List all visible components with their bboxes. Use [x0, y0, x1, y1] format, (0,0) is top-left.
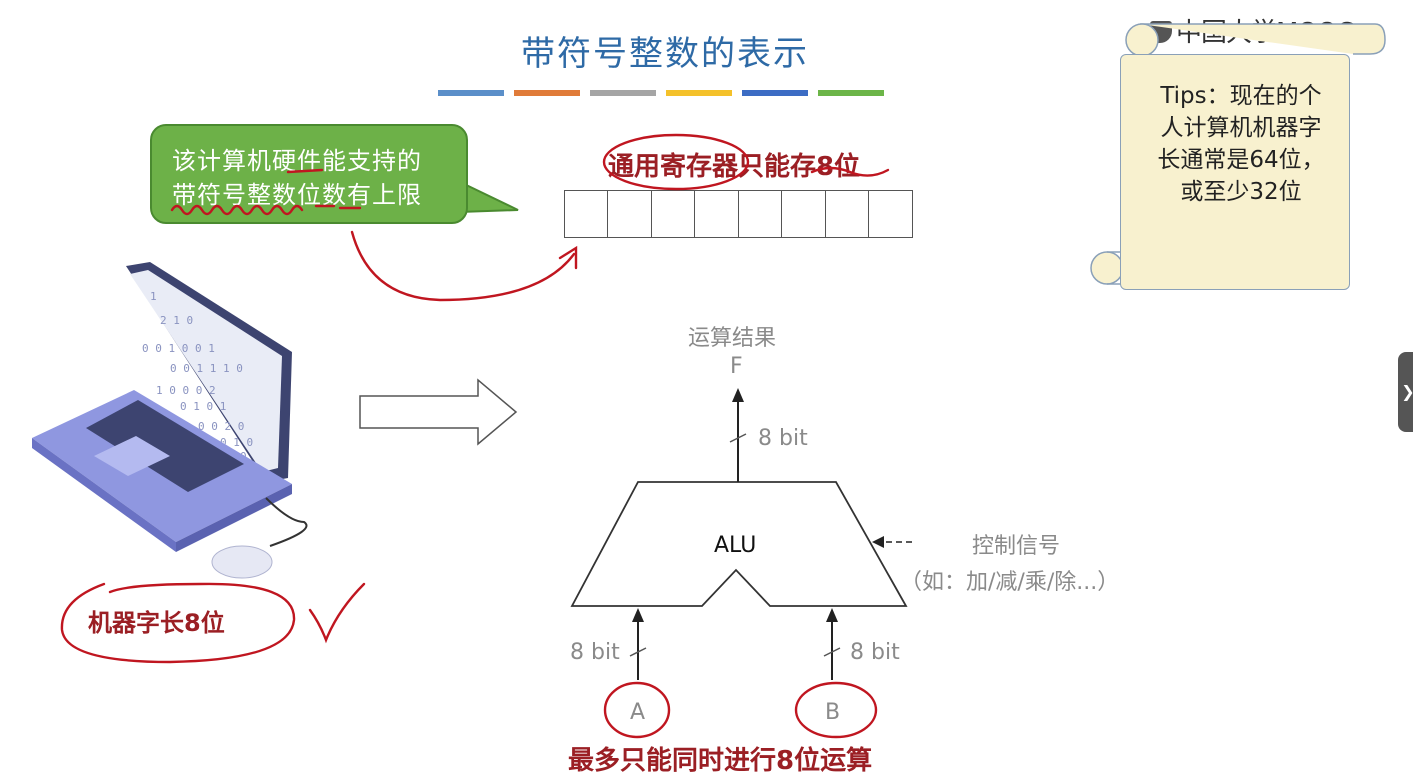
- scroll-frame: [1090, 23, 1386, 285]
- input-a-bus-slash: [629, 647, 647, 657]
- control-examples: （如：加/减/乘/除...）: [900, 570, 1120, 595]
- title-color-bar: [514, 90, 580, 96]
- underline-8bit: [810, 166, 890, 177]
- curved-arrowhead: [558, 245, 578, 270]
- output-bus-slash: [729, 433, 747, 443]
- input-a-arrowhead: [632, 608, 644, 622]
- input-b-arrowhead: [826, 608, 838, 622]
- register-cell: [737, 190, 783, 238]
- svg-text:0 1 0: 0 1 0: [220, 436, 253, 449]
- svg-text:1 0 0 0 2: 1 0 0 0 2: [156, 384, 216, 397]
- input-b-circle: [794, 681, 878, 739]
- speech-bubble: 该计算机硬件能支持的 带符号整数位数有上限: [150, 124, 468, 224]
- curved-arrow: [350, 230, 576, 302]
- input-a-label: A: [630, 700, 646, 725]
- svg-text:2 1 0: 2 1 0: [160, 314, 193, 327]
- register-cell: [650, 190, 696, 238]
- register-cell: [824, 190, 870, 238]
- tips-text: Tips：现在的个 人计算机机器字 长通常是64位， 或至少32位: [1136, 80, 1346, 208]
- title-color-bar: [438, 90, 504, 96]
- check-mark: [308, 582, 366, 644]
- output-f: F: [730, 354, 743, 379]
- control-signal-label: 控制信号: [972, 534, 1061, 559]
- input-b-label: B: [825, 700, 841, 725]
- hollow-arrow-icon: [359, 378, 518, 446]
- input-b-bus-slash: [823, 647, 841, 657]
- input-a-circle: [603, 681, 671, 739]
- control-arrowhead: [872, 536, 884, 548]
- output-bits: 8 bit: [758, 426, 808, 451]
- register-circle: [602, 133, 750, 191]
- svg-text:0 0 1 1 1 0: 0 0 1 1 1 0: [170, 362, 243, 375]
- tips-line-4: 或至少32位: [1180, 179, 1302, 205]
- laptop-icon: 12 1 0 0 0 1 0 0 1 0 0 1 1 1 0 1 0 0 0 2 0 …: [32, 262, 308, 579]
- svg-text:0 0 2 0: 0 0 2 0: [198, 420, 244, 433]
- title-color-bar: [666, 90, 732, 96]
- alu-label: ALU: [714, 533, 757, 558]
- machine-word-label: 机器字长8位: [88, 609, 225, 637]
- underline-hardware: [286, 168, 324, 174]
- alu-shape: [570, 481, 908, 607]
- tips-scroll: [1120, 54, 1350, 290]
- squiggle-underline: [170, 204, 304, 216]
- svg-text:0 0 1 0 0 1: 0 0 1 0 0 1: [142, 342, 215, 355]
- output-arrowhead: [732, 388, 744, 402]
- svg-text:1: 1: [150, 290, 157, 303]
- binary-digits: 12 1 0 0 0 1 0 0 1 0 0 1 1 1 0 1 0 0 0 2 0 …: [142, 290, 253, 463]
- tips-line-2: 人计算机机器字: [1160, 115, 1322, 141]
- register-cell: [694, 190, 739, 238]
- bubble-line-2: 带符号整数位数有上限: [172, 181, 422, 209]
- side-panel-tab[interactable]: ❯: [1398, 352, 1413, 432]
- underline-digits: [314, 204, 362, 210]
- register-cells: [563, 190, 913, 238]
- tips-line-1: Tips：现在的个: [1160, 83, 1322, 109]
- result-label: 运算结果: [688, 326, 777, 351]
- register-cell: [607, 190, 652, 238]
- register-cell: [868, 190, 913, 238]
- input-a-bits: 8 bit: [570, 640, 620, 665]
- svg-text:0 1 0 1: 0 1 0 1: [180, 400, 226, 413]
- slide-title: 带符号整数的表示: [521, 34, 809, 74]
- bottom-note: 最多只能同时进行8位运算: [568, 746, 873, 776]
- title-color-bar: [590, 90, 656, 96]
- tips-line-3: 长通常是64位，: [1157, 147, 1325, 173]
- title-color-bar: [742, 90, 808, 96]
- input-b-bits: 8 bit: [850, 640, 900, 665]
- title-color-bar: [818, 90, 884, 96]
- alu-diagram: [570, 388, 912, 680]
- machine-word-circle: [60, 582, 296, 664]
